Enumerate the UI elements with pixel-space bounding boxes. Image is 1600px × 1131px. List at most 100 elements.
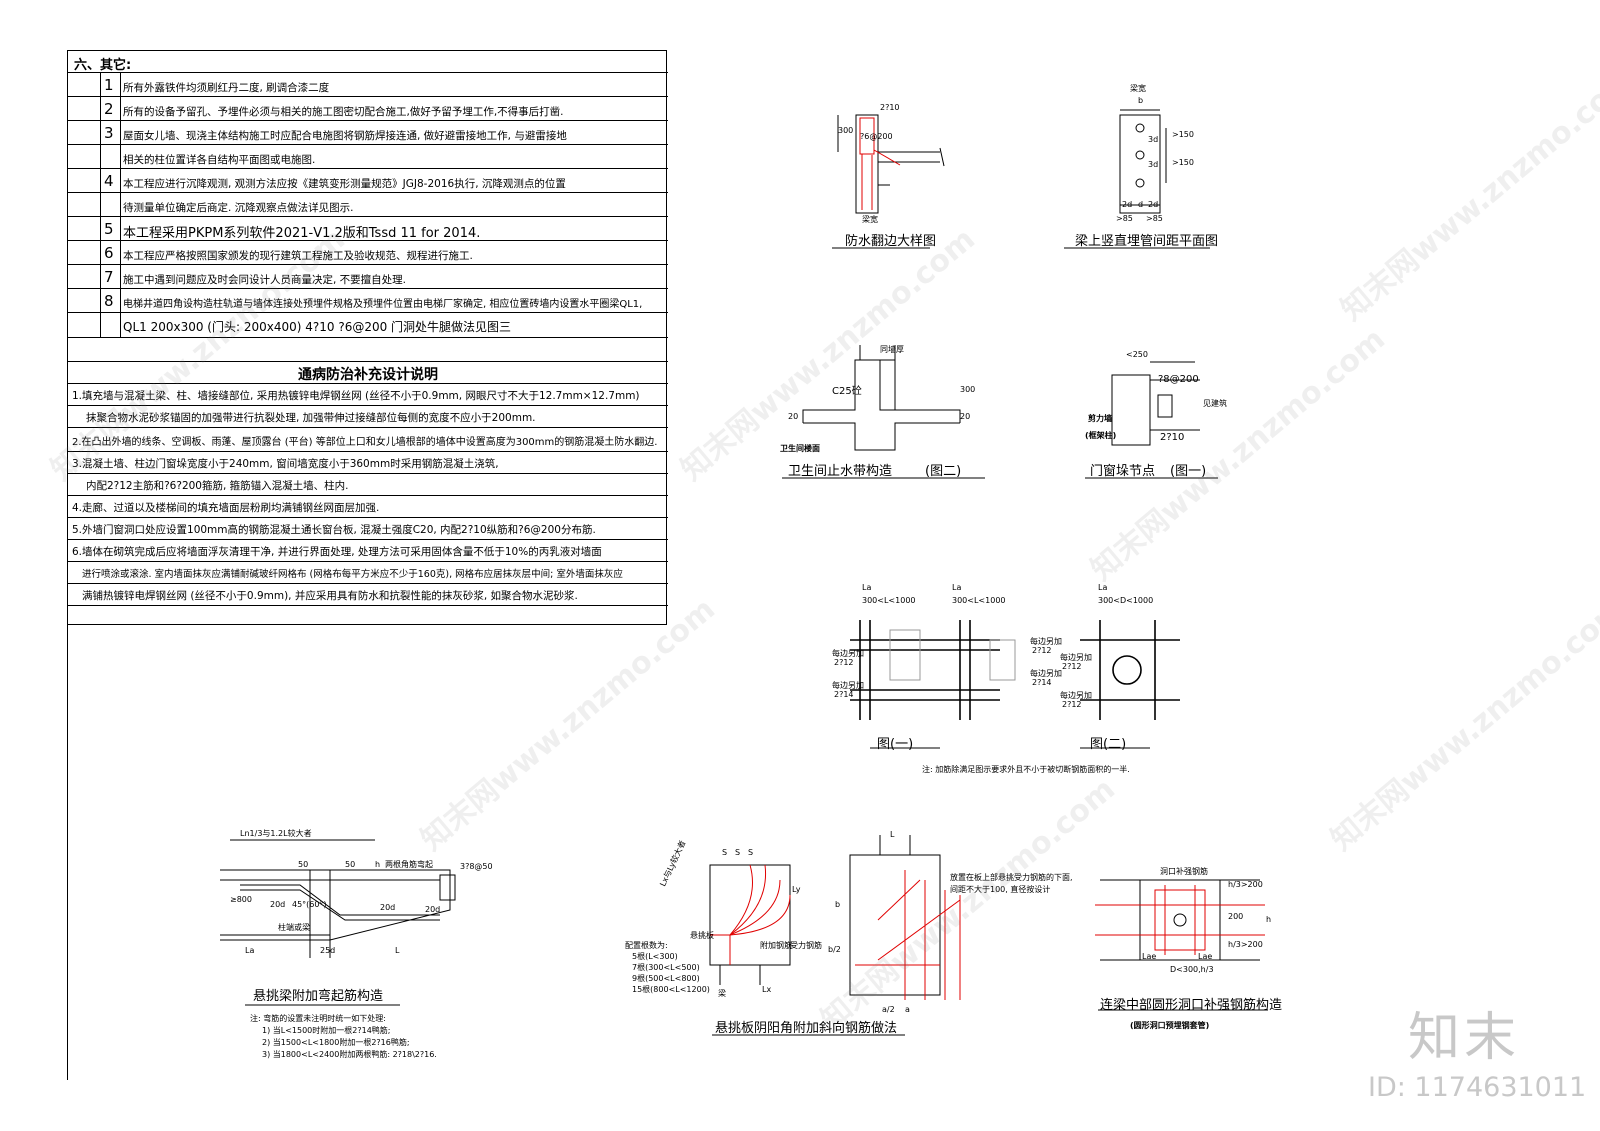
item-text: 所有外露铁件均须刷红丹二度, 刷调合漆二度: [123, 82, 330, 94]
side-label: 见建筑: [1203, 399, 1227, 408]
fig-label: 图(二): [1090, 737, 1127, 752]
beam-note: 注: 弯筋的设置未注明时统一如下处理:: [250, 1014, 386, 1023]
dim-label: h/3>200: [1228, 880, 1263, 889]
beam-note: 1) 当L<1500时附加一根2?14鸭筋;: [262, 1026, 391, 1035]
line-text: 内配2?12主筋和?6?200箍筋, 箍筋锚入混凝土墙、柱内.: [86, 480, 349, 492]
caption-cantilever-slab: 悬挑板阴阳角附加斜向钢筋做法: [715, 1021, 898, 1036]
item-text: 所有的设备予留孔、予埋件必须与相关的施工图密切配合施工,做好予留予埋工作,不得事…: [123, 106, 564, 118]
dim-label: Lx: [762, 985, 772, 994]
dim-label: >150: [1172, 158, 1194, 167]
waterproof-upturn-drawing: [837, 114, 945, 214]
concrete-label: C25砼: [832, 386, 862, 397]
list-item: 3.混凝土墙、柱边门窗垛宽度小于240mm, 窗间墙宽度小于360mm时采用钢筋…: [68, 452, 668, 474]
dim-label: 50: [298, 860, 309, 869]
dim-label: h: [1266, 915, 1272, 924]
dim-label: b/2: [828, 945, 841, 954]
section-header-row: 六、其它:: [68, 51, 668, 73]
list-item: 抹聚合物水泥砂浆锚固的加强带进行抗裂处理, 加强带伸过接缝部位每侧的宽度不应小于…: [68, 406, 668, 428]
line-text: 抹聚合物水泥砂浆锚固的加强带进行抗裂处理, 加强带伸过接缝部位每侧的宽度不应小于…: [86, 412, 536, 424]
beam-width-label: 梁宽: [862, 215, 878, 224]
line-text: 进行喷涂或滚涂. 室内墙面抹灰应满铺耐碱玻纤网格布 (网格布每平方米应不少于16…: [82, 569, 623, 580]
callout-label: 受力钢筋: [790, 941, 822, 950]
dim-label: 2d: [1148, 200, 1159, 209]
dim-label: 20d: [270, 900, 286, 909]
callout-label: 洞口补强钢筋: [1160, 867, 1208, 876]
side-label: 2?14: [1032, 678, 1052, 687]
item-number: 4: [104, 172, 114, 190]
callout-label: 附加钢筋: [760, 941, 792, 950]
list-item: 1 所有外露铁件均须刷红丹二度, 刷调合漆二度: [68, 73, 668, 97]
dim-label: 300: [838, 126, 854, 135]
dim-label: La: [245, 946, 255, 955]
dim-label: >85: [1146, 214, 1163, 223]
dim-label: Lae: [1198, 952, 1213, 961]
fig-label: (图二): [925, 464, 962, 479]
caption-waterproof-upturn: 防水翻边大样图: [845, 234, 937, 249]
dim-label: b: [1138, 96, 1144, 105]
item-number: 8: [104, 292, 114, 310]
item-text: 待测量单位确定后商定. 沉降观察点做法详见图示.: [123, 202, 354, 214]
fig-label: (图一): [1170, 464, 1207, 479]
caption-underlines: [245, 247, 1268, 1036]
line-text: 4.走廊、过道以及楼梯间的填充墙面层粉刷均满铺钢丝网面层加强.: [72, 502, 380, 514]
dim-label: <250: [1126, 350, 1148, 359]
dim-label: ≥800: [230, 895, 252, 904]
callout-label: 柱端或梁: [278, 923, 310, 932]
la-label: La: [1098, 583, 1108, 592]
caption-beam-pipe: 梁上竖直埋管间距平面图: [1075, 234, 1219, 249]
list-item: 进行喷涂或滚涂. 室内墙面抹灰应满铺耐碱玻纤网格布 (网格布每平方米应不少于16…: [68, 562, 668, 584]
wall-label-2: (框架柱): [1085, 431, 1117, 440]
table-divider: [120, 73, 121, 338]
dim-label: 45°(60°): [292, 900, 327, 909]
beam-width-label: 梁宽: [1130, 84, 1146, 93]
image-id: ID: 1174631011: [1368, 1072, 1587, 1103]
range-label: 300<L<1000: [862, 596, 916, 605]
list-item: 待测量单位确定后商定. 沉降观察点做法详见图示.: [68, 193, 668, 217]
count-item: 9根(500<L<800): [632, 974, 700, 983]
coupling-sub: (圆形洞口预埋钢套管): [1130, 1021, 1210, 1030]
la-label: La: [862, 583, 872, 592]
dim-label: a/2: [882, 1005, 895, 1014]
dim-label: h/3>200: [1228, 940, 1263, 949]
list-item: 5.外墙门窗洞口处应设置100mm高的钢筋混凝土通长窗台板, 混凝土强度C20,…: [68, 518, 668, 540]
side-label: 2?14: [834, 690, 854, 699]
brand-logo: 知末: [1408, 1008, 1521, 1068]
opening-rebar-drawing: [850, 620, 1180, 720]
side-label: 每边另加: [1060, 653, 1092, 662]
list-item: 1.填充墙与混凝土梁、柱、墙接缝部位, 采用热镀锌电焊钢丝网 (丝径不小于0.9…: [68, 384, 668, 406]
range-label: 300<D<1000: [1098, 596, 1154, 605]
callout-label: 悬挑板: [690, 931, 714, 940]
item-text: 本工程应严格按照国家颁发的现行建筑工程施工及验收规范、规程进行施工.: [123, 250, 473, 262]
dim-label: 20: [960, 412, 971, 421]
item-number: 1: [104, 76, 114, 94]
section-title: 六、其它:: [74, 58, 132, 73]
line-text: 6.墙体在砌筑完成后应将墙面浮灰清理干净, 并进行界面处理, 处理方法可采用固体…: [72, 546, 602, 558]
count-item: 7根(300<L<500): [632, 963, 700, 972]
item-text: 本工程采用PKPM系列软件2021-V1.2版和Tssd 11 for 2014…: [123, 226, 481, 241]
opening-note: 注: 加筋除满足图示要求外且不小于被切断钢筋面积的一半.: [922, 765, 1130, 774]
la-label: La: [952, 583, 962, 592]
list-item: 4.走廊、过道以及楼梯间的填充墙面层粉刷均满铺钢丝网面层加强.: [68, 496, 668, 518]
side-label: 2?12: [834, 658, 854, 667]
line-text: 1.填充墙与混凝土梁、柱、墙接缝部位, 采用热镀锌电焊钢丝网 (丝径不小于0.9…: [72, 390, 640, 402]
slab-note: 间距不大于100, 直径按设计: [950, 885, 1051, 894]
range-label: 300<L<1000: [952, 596, 1006, 605]
dim-label: L: [890, 830, 895, 839]
caption-door-pier: 门窗垛节点: [1090, 464, 1156, 479]
item-text: 本工程应进行沉降观测, 观测方法应按《建筑变形测量规范》JGJ8-2016执行,…: [123, 178, 566, 190]
count-title: 配置根数为:: [625, 941, 668, 950]
dim-label: Ly: [792, 885, 801, 894]
side-label: 每边另加: [1030, 669, 1062, 678]
line-text: 5.外墙门窗洞口处应设置100mm高的钢筋混凝土通长窗台板, 混凝土强度C20,…: [72, 524, 596, 536]
wall-label: 同墙厚: [880, 345, 904, 354]
beam-note: 3) 当1800<L<2400附加两根鸭筋: 2?18\2?16.: [262, 1050, 437, 1059]
floor-label: 卫生间楼面: [780, 444, 820, 453]
dim-label: 2d: [1122, 200, 1133, 209]
dim-label: 20d: [425, 905, 441, 914]
dim-label: L: [395, 946, 400, 955]
